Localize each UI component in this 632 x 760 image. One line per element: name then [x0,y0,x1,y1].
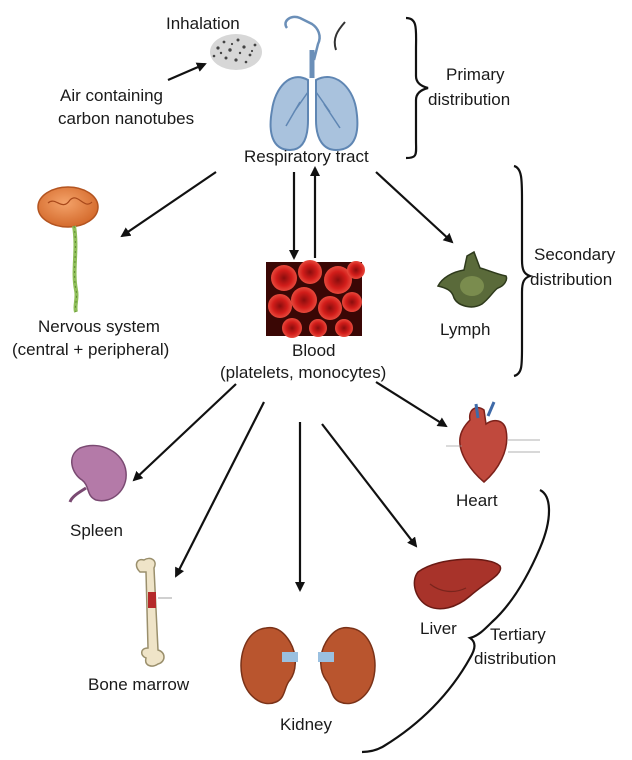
kidney-icon [241,628,375,704]
arrow-resp-to-nervous [122,172,216,236]
label-secondary-line1: Secondary [534,245,616,264]
nanotube-particles-icon [210,34,262,70]
arrow-resp-to-lymph [376,172,452,242]
heart-icon [446,402,540,482]
label-lymph: Lymph [440,320,490,339]
arrow-blood-to-liver [322,424,416,546]
label-blood-line2: (platelets, monocytes) [220,363,386,382]
brain-nerve-icon [38,187,98,312]
primary-brace [406,18,428,158]
label-air-line1: Air containing [60,86,163,105]
red-blood-cells-icon [266,260,365,338]
spleen-icon [70,445,126,502]
label-inhalation: Inhalation [166,14,240,33]
lungs-icon [271,17,358,150]
label-heart: Heart [456,491,498,510]
lymph-node-icon [438,252,507,307]
label-liver: Liver [420,619,457,638]
label-nervous-line1: Nervous system [38,317,160,336]
bone-icon [137,558,172,666]
label-primary-line2: distribution [428,90,510,109]
secondary-brace [514,166,530,376]
arrow-blood-to-spleen [134,384,236,480]
arrow-air-to-particles [168,64,205,80]
label-respiratory: Respiratory tract [244,147,369,166]
label-bone-marrow: Bone marrow [88,675,190,694]
label-tertiary-line1: Tertiary [490,625,546,644]
label-tertiary-line2: distribution [474,649,556,668]
label-secondary-line2: distribution [530,270,612,289]
arrow-blood-to-heart [376,382,446,426]
label-nervous-line2: (central + peripheral) [12,340,169,359]
label-blood-line1: Blood [292,341,335,360]
label-kidney: Kidney [280,715,332,734]
liver-icon [414,559,500,609]
label-air-line2: carbon nanotubes [58,109,194,128]
label-spleen: Spleen [70,521,123,540]
label-primary-line1: Primary [446,65,505,84]
